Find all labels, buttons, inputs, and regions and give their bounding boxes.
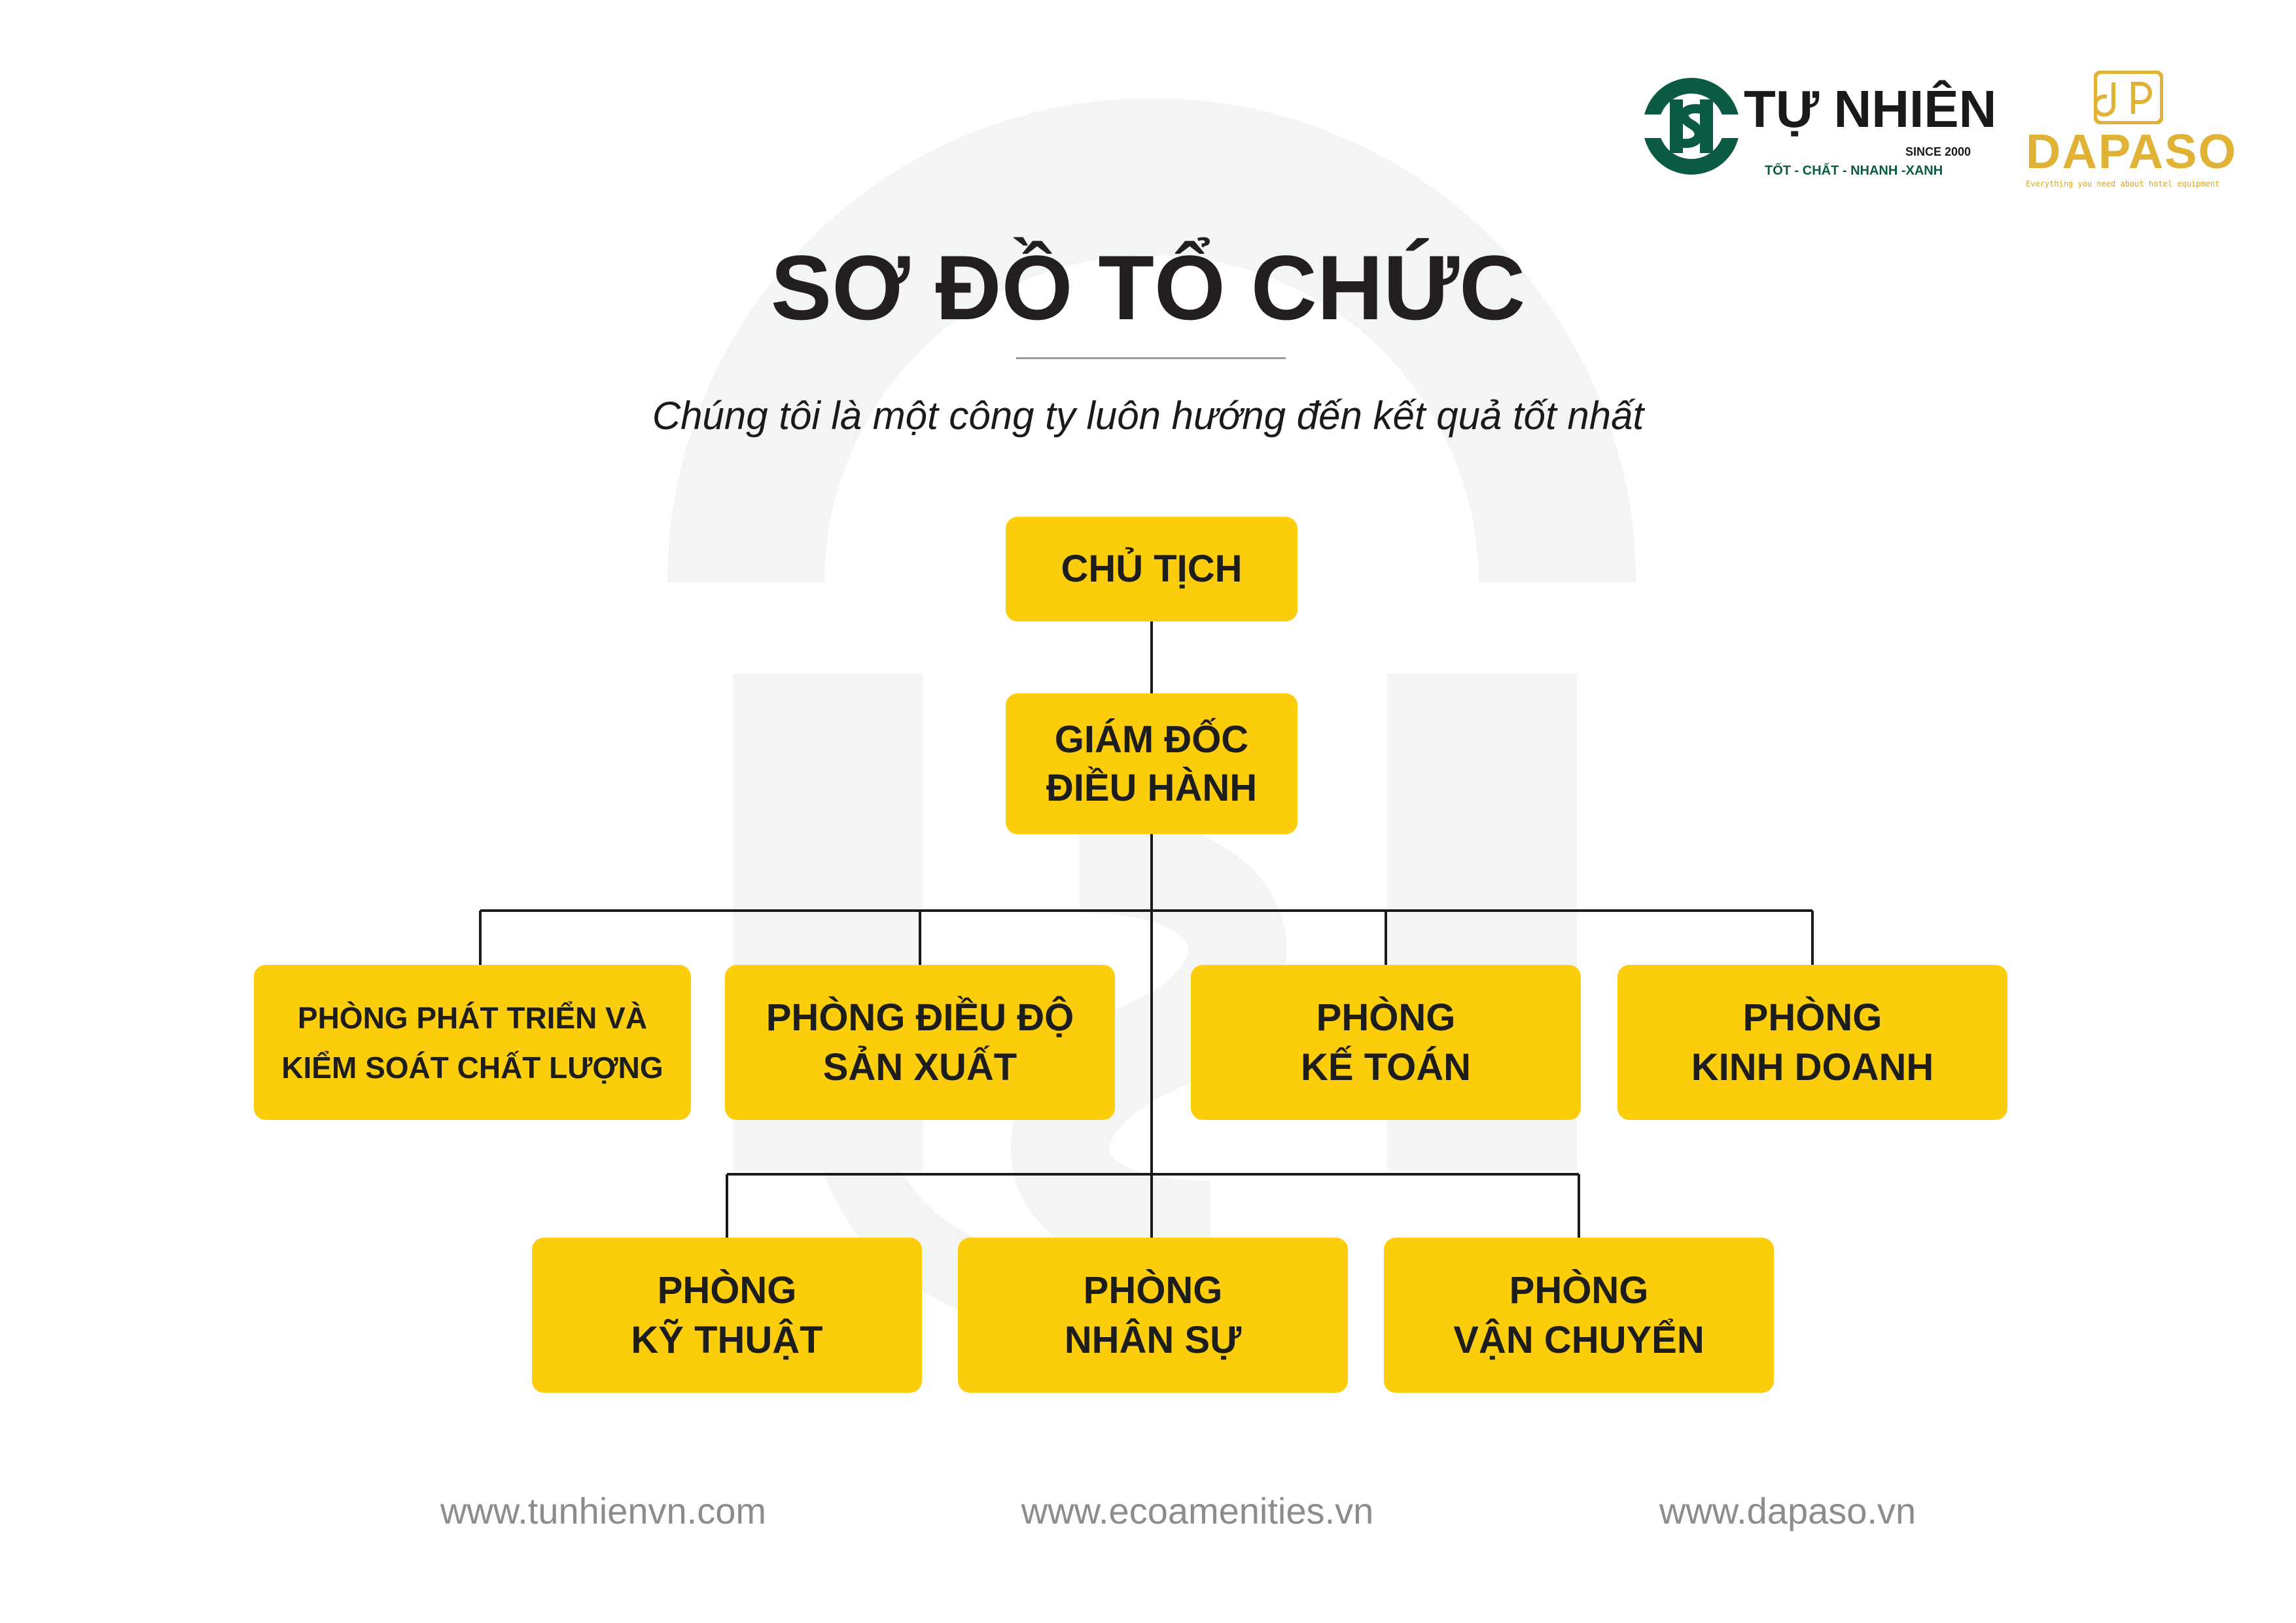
box-dept-accounting: PHÒNG KẾ TOÁN xyxy=(1191,965,1581,1120)
footer-link-tunhien[interactable]: www.tunhienvn.com xyxy=(440,1490,766,1531)
dapaso-logo[interactable]: DAPASO Everything you need about hotel e… xyxy=(2022,71,2244,188)
box-dept-technical: PHÒNG KỸ THUẬT xyxy=(532,1238,922,1393)
box-dept-human-resources-line-1: PHÒNG xyxy=(1083,1268,1223,1312)
tunhien-brand-name: TỰ NHIÊN xyxy=(1744,80,1997,138)
tunhien-logo[interactable]: TỰ NHIÊN SINCE 2000 TỐT - CHẤT - NHANH -… xyxy=(1642,77,2009,188)
box-dept-logistics-line-1: PHÒNG xyxy=(1509,1268,1649,1312)
box-dept-rnd-quality: PHÒNG PHÁT TRIỂN VÀ KIỂM SOÁT CHẤT LƯỢNG xyxy=(254,965,691,1120)
dapaso-tagline: Everything you need about hotel equipmen… xyxy=(2026,179,2220,188)
box-dept-technical-line-1: PHÒNG xyxy=(657,1268,797,1312)
box-dept-accounting-line-2: KẾ TOÁN xyxy=(1301,1045,1471,1089)
footer-link-ecoamenities[interactable]: www.ecoamenities.vn xyxy=(1021,1490,1374,1531)
box-dept-accounting-line-1: PHÒNG xyxy=(1316,996,1456,1039)
box-dept-sales: PHÒNG KINH DOANH xyxy=(1617,965,2007,1120)
box-dept-production-dispatch-line-1: PHÒNG ĐIỀU ĐỘ xyxy=(766,996,1074,1039)
box-dept-sales-line-2: KINH DOANH xyxy=(1691,1045,1934,1089)
page-title: SƠ ĐỒ TỔ CHỨC xyxy=(770,236,1526,339)
dapaso-brand-name: DAPASO xyxy=(2026,124,2238,179)
box-dept-rnd-quality-line-1: PHÒNG PHÁT TRIỂN VÀ xyxy=(297,1000,648,1035)
box-dept-production-dispatch: PHÒNG ĐIỀU ĐỘ SẢN XUẤT xyxy=(725,965,1115,1120)
box-dept-rnd-quality-line-2: KIỂM SOÁT CHẤT LƯỢNG xyxy=(281,1050,663,1085)
tunhien-slogan: TỐT - CHẤT - NHANH -XANH xyxy=(1765,164,1943,178)
box-ceo-line-1: GIÁM ĐỐC xyxy=(1054,718,1249,761)
dapaso-mark-icon xyxy=(2094,71,2163,124)
box-ceo-line-2: ĐIỀU HÀNH xyxy=(1046,766,1258,809)
box-ceo: GIÁM ĐỐC ĐIỀU HÀNH xyxy=(1006,693,1298,834)
box-dept-logistics-line-2: VẬN CHUYỂN xyxy=(1453,1318,1704,1361)
box-dept-human-resources: PHÒNG NHÂN SỰ xyxy=(958,1238,1348,1393)
footer-link-dapaso[interactable]: www.dapaso.vn xyxy=(1659,1490,1916,1531)
page-subtitle: Chúng tôi là một công ty luôn hướng đến … xyxy=(652,394,1644,438)
box-dept-technical-line-2: KỸ THUẬT xyxy=(631,1318,823,1361)
box-dept-sales-line-1: PHÒNG xyxy=(1742,996,1882,1039)
box-chairman: CHỦ TỊCH xyxy=(1006,517,1298,621)
tunhien-mark-icon xyxy=(1642,78,1740,175)
box-chairman-line-1: CHỦ TỊCH xyxy=(1061,548,1243,590)
box-dept-production-dispatch-line-2: SẢN XUẤT xyxy=(822,1045,1017,1089)
tunhien-since: SINCE 2000 xyxy=(1905,145,1971,158)
box-dept-logistics: PHÒNG VẬN CHUYỂN xyxy=(1384,1238,1774,1393)
box-dept-human-resources-line-2: NHÂN SỰ xyxy=(1064,1318,1242,1361)
title-divider xyxy=(1016,357,1286,359)
